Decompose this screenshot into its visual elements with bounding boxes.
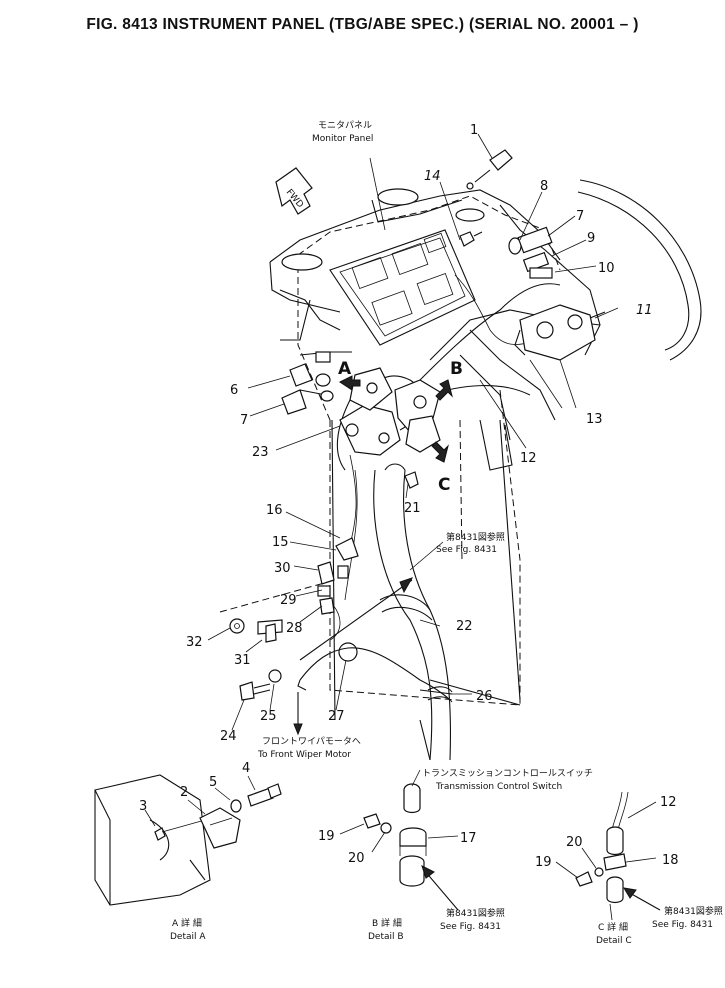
detail-b-see-fig: See Fig. 8431 xyxy=(440,922,501,932)
callout-13: 13 xyxy=(586,412,603,427)
callout-22: 22 xyxy=(456,619,473,634)
callout-24: 24 xyxy=(220,729,237,744)
callout-11: 11 xyxy=(636,303,653,318)
detail-a xyxy=(94,774,282,906)
callout-19-detail-b: 19 xyxy=(318,829,335,844)
callout-14: 14 xyxy=(424,169,441,184)
callout-20-detail-b: 20 xyxy=(348,851,365,866)
callout-7-left: 7 xyxy=(240,413,248,428)
monitor-panel-label-jp: モニタパネル xyxy=(318,120,372,131)
view-b-letter: B xyxy=(450,359,463,379)
view-letters: A B C xyxy=(338,359,463,495)
detail-c-see-fig-jp: 第8431図参照 xyxy=(664,905,723,917)
callout-9: 9 xyxy=(587,231,595,246)
view-c-letter: C xyxy=(438,475,450,495)
view-arrows xyxy=(339,375,453,463)
view-a-letter: A xyxy=(338,359,352,379)
wiring-harness xyxy=(336,274,561,601)
detail-a-label: Detail A xyxy=(170,932,206,942)
leader-lines xyxy=(207,133,619,731)
callout-21: 21 xyxy=(404,501,421,516)
parts xyxy=(219,149,606,736)
callout-20-detail-c: 20 xyxy=(566,835,583,850)
callout-31: 31 xyxy=(234,653,251,668)
callout-28: 28 xyxy=(286,621,303,636)
callout-3: 3 xyxy=(139,799,147,814)
callout-7-right: 7 xyxy=(576,209,584,224)
monitor-panel xyxy=(329,229,476,346)
callout-17: 17 xyxy=(460,831,477,846)
detail-c-label-jp: C 詳 細 xyxy=(598,921,628,933)
callout-15: 15 xyxy=(272,535,289,550)
fwd-arrow: FWD xyxy=(275,167,313,215)
callout-26: 26 xyxy=(476,689,493,704)
detail-c-see-fig: See Fig. 8431 xyxy=(652,920,713,930)
detail-a-label-jp: A 詳 細 xyxy=(172,917,202,929)
callout-29: 29 xyxy=(280,593,297,608)
callout-5: 5 xyxy=(209,775,217,790)
detail-b-label-jp: B 詳 細 xyxy=(372,917,402,929)
callout-32: 32 xyxy=(186,635,203,650)
callout-12-main: 12 xyxy=(520,451,537,466)
right-hose xyxy=(577,179,702,361)
callout-16: 16 xyxy=(266,503,283,518)
callout-30: 30 xyxy=(274,561,291,576)
figure-title: FIG. 8413 INSTRUMENT PANEL (TBG/ABE SPEC… xyxy=(86,16,639,33)
callout-10: 10 xyxy=(598,261,615,276)
text-labels: モニタパネル Monitor Panel 第8431図参照 See Fig. 8… xyxy=(170,120,723,946)
callout-numbers: 1 2 3 4 5 6 7 7 8 9 10 11 12 12 13 14 15… xyxy=(139,123,679,870)
detail-b xyxy=(339,769,459,911)
callout-12-detail-c: 12 xyxy=(660,795,677,810)
see-fig-label: See Fig. 8431 xyxy=(436,545,497,555)
callout-8: 8 xyxy=(540,179,548,194)
callout-2: 2 xyxy=(180,785,188,800)
callout-19-detail-c: 19 xyxy=(535,855,552,870)
instrument-panel-housing xyxy=(269,188,601,761)
detail-b-see-fig-jp: 第8431図参照 xyxy=(446,907,505,919)
callout-25: 25 xyxy=(260,709,277,724)
monitor-panel-label: Monitor Panel xyxy=(312,134,373,144)
transmission-label-jp: トランスミッションコントロールスイッチ xyxy=(422,768,593,779)
callout-4: 4 xyxy=(242,761,250,776)
see-fig-label-jp: 第8431図参照 xyxy=(446,531,505,543)
wiper-label-jp: フロントワイパモータへ xyxy=(262,736,361,747)
callout-18: 18 xyxy=(662,853,679,868)
callout-1: 1 xyxy=(470,123,478,138)
callout-6: 6 xyxy=(230,383,238,398)
wiper-label: To Front Wiper Motor xyxy=(257,750,351,760)
detail-c-label: Detail C xyxy=(596,936,632,946)
harness-tube xyxy=(373,463,453,761)
transmission-label: Transmission Control Switch xyxy=(435,782,562,792)
callout-27: 27 xyxy=(328,709,345,724)
detail-b-label: Detail B xyxy=(368,932,404,942)
detail-c xyxy=(555,791,661,921)
callout-23: 23 xyxy=(252,445,269,460)
